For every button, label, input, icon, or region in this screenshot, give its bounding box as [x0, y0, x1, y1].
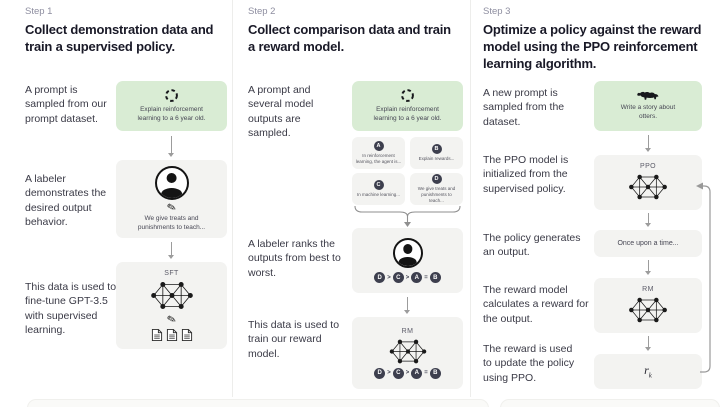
feedback-loop-arrow — [696, 182, 711, 373]
output-option-a: A In reinforcement learning, the agent i… — [352, 137, 405, 169]
rank-separator: > — [387, 274, 391, 281]
step-1-label: Step 1 — [25, 6, 53, 17]
labeler-box: ✎ We give treats and punishments to teac… — [116, 160, 227, 238]
caption-labeler-ranks: A labeler ranks the outputs from best to… — [248, 238, 341, 279]
rank-separator: > — [387, 370, 391, 376]
policy-output-text: Once upon a time... — [617, 239, 679, 247]
document-icon — [181, 328, 192, 341]
down-arrow-icon — [403, 297, 412, 314]
down-arrow-icon — [167, 242, 176, 259]
down-arrow-icon — [644, 213, 653, 227]
output-option-c: C In machine learning... — [352, 173, 405, 205]
labeler-icon — [154, 165, 189, 200]
caption-ppo-initialized: The PPO model is initialized from the su… — [483, 154, 569, 195]
reward-model-box: RM D > C > A = B — [352, 317, 463, 389]
otter-icon — [637, 92, 659, 100]
caption-finetune-gpt35: This data is used to fine-tune GPT-3.5 w… — [25, 281, 117, 337]
down-arrow-icon — [167, 136, 176, 157]
ppo-model-box: PPO — [594, 155, 702, 210]
neural-net-icon — [150, 281, 193, 309]
output-text-b: Explain rewards... — [418, 156, 455, 162]
caption-outputs-sampled: A prompt and several model outputs are s… — [248, 84, 314, 140]
loop-icon — [401, 89, 414, 103]
output-badge-c: C — [373, 180, 384, 191]
prompt-box: Write a story about otters. — [594, 81, 702, 131]
output-badge-a: A — [373, 141, 384, 152]
rank-item: A — [411, 272, 423, 283]
step-3-label: Step 3 — [483, 6, 511, 17]
reward-model-box: RM — [594, 278, 702, 333]
prompt-box-text: Explain reinforcement learning to a 6 ye… — [137, 106, 206, 122]
down-arrow-icon — [644, 260, 653, 275]
output-text-d: We give treats and punishments to teach.… — [417, 186, 456, 203]
prompt-box-text: Explain reinforcement learning to a 6 ye… — [373, 106, 442, 122]
reward-value-box: rk — [594, 354, 702, 389]
labeler-box-text: We give treats and punishments to teach.… — [137, 214, 206, 231]
rank-separator: > — [405, 370, 410, 376]
output-option-b: B Explain rewards... — [410, 137, 463, 169]
bottom-card — [500, 399, 720, 407]
output-text-a: In reinforcement learning, the agent is.… — [355, 153, 402, 164]
step-3-heading: Optimize a policy against the reward mod… — [483, 22, 702, 71]
pen-icon: ✎ — [165, 199, 178, 215]
labeler-icon — [392, 238, 423, 268]
documents-row — [151, 328, 193, 342]
labeler-ranking-box: D > C > A = B — [352, 228, 463, 293]
rm-label: RM — [401, 327, 414, 335]
rank-item: A — [411, 367, 423, 379]
rank-separator: = — [424, 274, 428, 281]
prompt-box: Explain reinforcement learning to a 6 ye… — [116, 81, 227, 131]
ranking-row: D > C > A = B — [374, 367, 441, 379]
ppo-label: PPO — [640, 163, 656, 170]
pen-icon: ✎ — [165, 311, 178, 327]
output-option-d: D We give treats and punishments to teac… — [410, 173, 463, 205]
step-2-label: Step 2 — [248, 6, 276, 17]
rank-item: B — [429, 367, 441, 379]
caption-policy-generates: The policy generates an output. — [483, 232, 581, 259]
rank-separator: > — [405, 274, 410, 281]
prompt-box-text: Write a story about otters. — [620, 104, 676, 120]
caption-train-reward-model: This data is used to train our reward mo… — [248, 319, 340, 360]
rank-item: C — [392, 272, 404, 283]
output-badge-d: D — [431, 174, 442, 185]
caption-new-prompt: A new prompt is sampled from the dataset… — [483, 87, 565, 128]
prompt-box: Explain reinforcement learning to a 6 ye… — [352, 81, 463, 131]
column-divider — [232, 0, 233, 397]
reward-symbol: rk — [644, 363, 652, 380]
caption-prompt-sampled: A prompt is sampled from our prompt data… — [25, 84, 107, 125]
rank-item: D — [374, 272, 386, 283]
caption-policy-updated: The reward is used to update the policy … — [483, 343, 575, 384]
rank-item: B — [429, 272, 441, 283]
rank-item: D — [374, 367, 386, 379]
bottom-card — [27, 399, 489, 407]
loop-icon — [165, 89, 178, 103]
neural-net-icon — [389, 339, 426, 363]
rm-label: RM — [642, 286, 654, 293]
caption-reward-calculated: The reward model calculates a reward for… — [483, 284, 589, 325]
down-arrow-icon — [644, 336, 653, 351]
rank-separator: = — [424, 370, 428, 376]
rank-item: C — [392, 367, 404, 379]
ranking-row: D > C > A = B — [374, 272, 441, 283]
brace-arrow-icon — [354, 205, 461, 227]
sft-model-box: SFT ✎ — [116, 262, 227, 349]
output-text-c: In machine learning... — [356, 192, 401, 198]
down-arrow-icon — [644, 135, 653, 152]
column-divider — [470, 0, 471, 397]
step-1-heading: Collect demonstration data and train a s… — [25, 22, 214, 54]
neural-net-icon — [629, 297, 667, 323]
document-icon — [151, 328, 162, 341]
caption-labeler-demonstrates: A labeler demonstrates the desired outpu… — [25, 173, 107, 229]
policy-output-box: Once upon a time... — [594, 230, 702, 257]
output-badge-b: B — [431, 144, 442, 155]
step-2-heading: Collect comparison data and train a rewa… — [248, 22, 451, 54]
document-icon — [166, 328, 177, 341]
sft-label: SFT — [164, 269, 179, 277]
neural-net-icon — [629, 174, 667, 200]
